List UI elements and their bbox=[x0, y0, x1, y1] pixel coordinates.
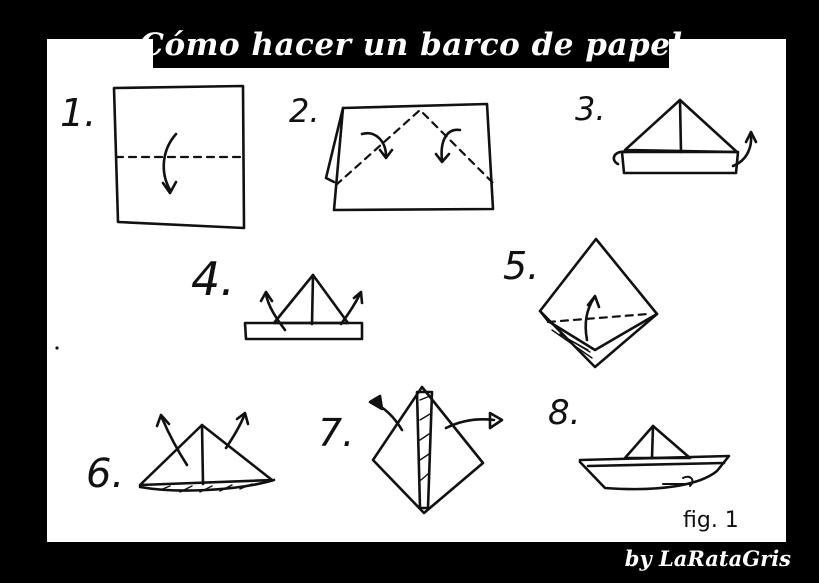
step-6-label: 6. bbox=[86, 451, 125, 497]
title-banner: Cómo hacer un barco de papel bbox=[139, 22, 682, 68]
step-5-label: 5. bbox=[503, 244, 540, 288]
step-6-drawing bbox=[138, 411, 276, 493]
author-credit: by LaRataGris bbox=[624, 546, 791, 571]
step-2-label: 2. bbox=[289, 92, 320, 130]
step-7-drawing bbox=[368, 385, 504, 515]
step-7-label: 7. bbox=[318, 411, 355, 455]
step-5-drawing bbox=[538, 237, 659, 369]
figure-label: fig. 1 bbox=[683, 508, 739, 533]
step-1-label: 1. bbox=[60, 91, 97, 135]
step-4-drawing bbox=[243, 273, 364, 341]
step-3-drawing bbox=[612, 98, 758, 175]
step-8-label: 8. bbox=[548, 393, 581, 433]
step-8-drawing bbox=[578, 424, 731, 491]
step-2-drawing bbox=[324, 102, 497, 212]
ink-dot bbox=[55, 346, 59, 350]
step-4-label: 4. bbox=[191, 252, 235, 306]
step-3-label: 3. bbox=[575, 90, 606, 128]
page-title: Cómo hacer un barco de papel bbox=[139, 27, 683, 63]
step-1-drawing bbox=[112, 84, 248, 230]
